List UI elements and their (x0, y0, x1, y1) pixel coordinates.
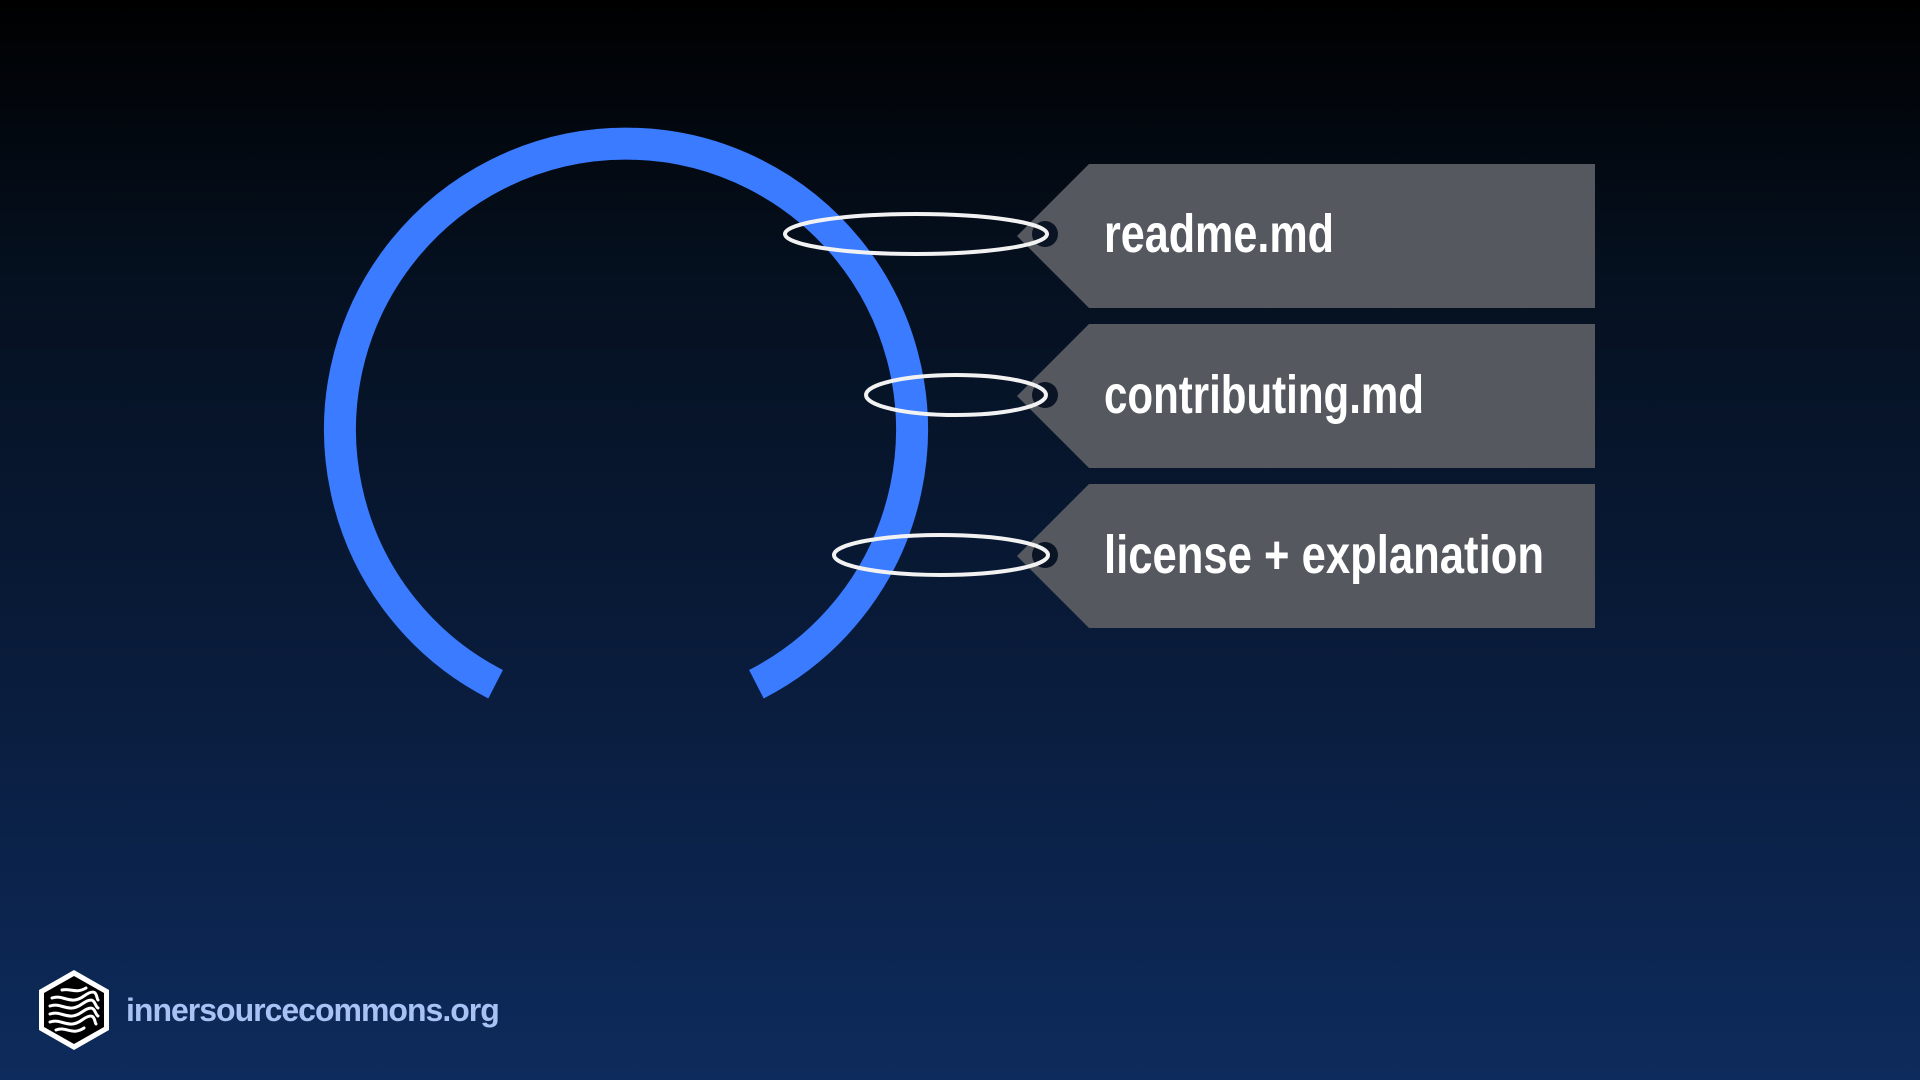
footer-url[interactable]: innersourcecommons.org (126, 991, 500, 1028)
tag-contributing: contributing.md (864, 324, 1595, 468)
tag-body (1017, 324, 1595, 468)
tag-readme: readme.md (783, 164, 1595, 308)
tag-string (832, 533, 1050, 577)
tag-label: readme.md (1104, 204, 1334, 264)
tag-string (783, 212, 1049, 256)
innersource-hexagon-logo-icon (39, 970, 109, 1050)
tag-body (1017, 484, 1595, 628)
tag-label: license + explanation (1104, 525, 1544, 585)
key-ring (324, 127, 928, 699)
tag-string (864, 373, 1048, 417)
footer: innersourcecommons.org (36, 968, 500, 1052)
tag-label: contributing.md (1104, 365, 1424, 425)
tag-body (1017, 164, 1595, 308)
tag-license: license + explanation (832, 484, 1595, 628)
